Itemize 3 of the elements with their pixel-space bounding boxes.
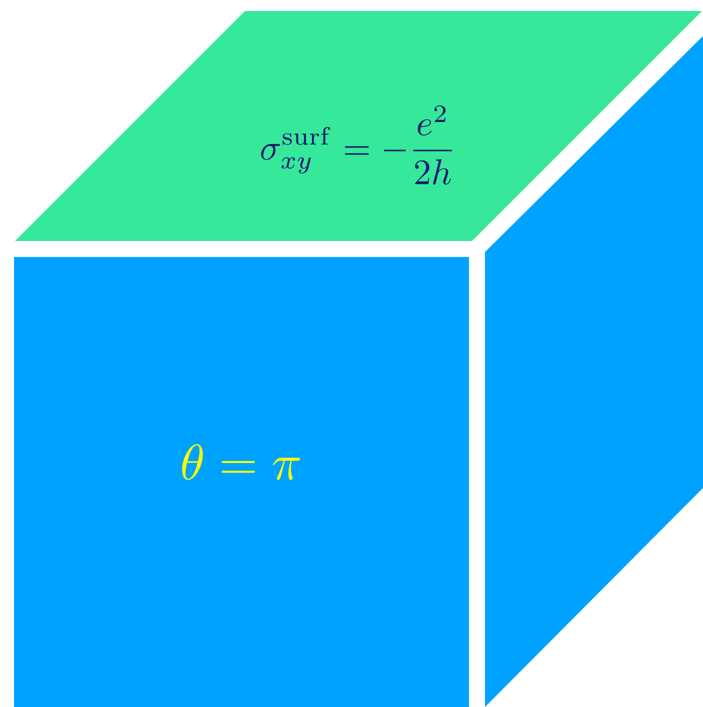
top-face: $\sigma_{xy}^{\mathrm{surf}}=-\frac{e^{2}}{2h}$ [15, 11, 702, 241]
front-face: $\theta=\pi$ [14, 257, 469, 707]
side-face [485, 36, 703, 707]
